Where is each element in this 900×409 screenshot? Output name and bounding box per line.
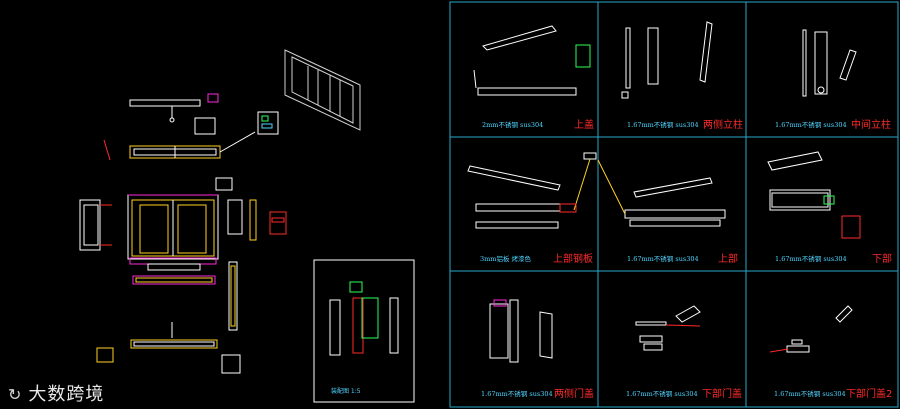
panel-9-caption: 1.67mm不锈钢 sus304 [774, 389, 846, 398]
panel-6-parts [767, 151, 861, 239]
panel-6-caption: 1.67mm不锈钢 sus304 [775, 254, 847, 263]
sheet-label: 装配图 1:5 [331, 387, 361, 395]
panel-9-title: 下部门盖2 [846, 387, 892, 400]
panel-6-title: 下部 [872, 252, 892, 265]
panel-2-title: 两侧立柱 [703, 118, 743, 131]
panel-4-parts [467, 152, 597, 229]
panel-9-parts [769, 305, 853, 353]
panel-1-caption: 2mm不锈钢 sus304 [482, 120, 543, 129]
detail-callout-1 [194, 93, 279, 135]
panel-2-parts [621, 21, 713, 99]
panel-7-title: 两侧门盖 [554, 387, 594, 400]
panel-3-title: 中间立柱 [851, 118, 891, 131]
side-elevation [79, 199, 112, 251]
panel-8-caption: 1.67mm不锈钢 sus304 [626, 389, 698, 398]
watermark-text: 大数跨境 [28, 384, 105, 405]
top-rail-part [129, 99, 201, 123]
panel-4-caption: 3mm铝板 烤漆色 [480, 254, 532, 263]
panel-captions: 2mm不锈钢 sus304 上盖 1.67mm不锈钢 sus304 两侧立柱 1… [480, 118, 892, 400]
main-elevation [127, 194, 219, 271]
section-bar [103, 131, 256, 161]
panel-3-parts [802, 29, 857, 97]
assembly-sheet-frame [313, 259, 415, 403]
panel-8-title: 下部门盖 [702, 387, 742, 400]
panel-1-title: 上盖 [574, 118, 594, 131]
watermark-logo-icon: ↻ [8, 385, 23, 404]
panel-5-parts [597, 159, 726, 227]
panel-3-caption: 1.67mm不锈钢 sus304 [775, 120, 847, 129]
bottom-rail [96, 322, 241, 374]
detail-callouts-right [215, 177, 287, 241]
panel-8-parts [635, 305, 701, 351]
frame-perspective-view [284, 49, 361, 131]
panel-7-caption: 1.67mm不锈钢 sus304 [481, 389, 553, 398]
panel-5-title: 上部 [718, 252, 738, 265]
watermark: ↻ 大数跨境 [8, 380, 104, 406]
panel-grid [449, 1, 899, 408]
panel-2-caption: 1.67mm不锈钢 sus304 [627, 120, 699, 129]
assembly-drawing [79, 49, 415, 403]
lower-bar [132, 261, 238, 331]
panel-7-parts [489, 299, 553, 363]
panel-4-title: 上部钢板 [553, 252, 593, 265]
panel-1-parts [473, 25, 591, 96]
panel-5-caption: 1.67mm不锈钢 sus304 [627, 254, 699, 263]
